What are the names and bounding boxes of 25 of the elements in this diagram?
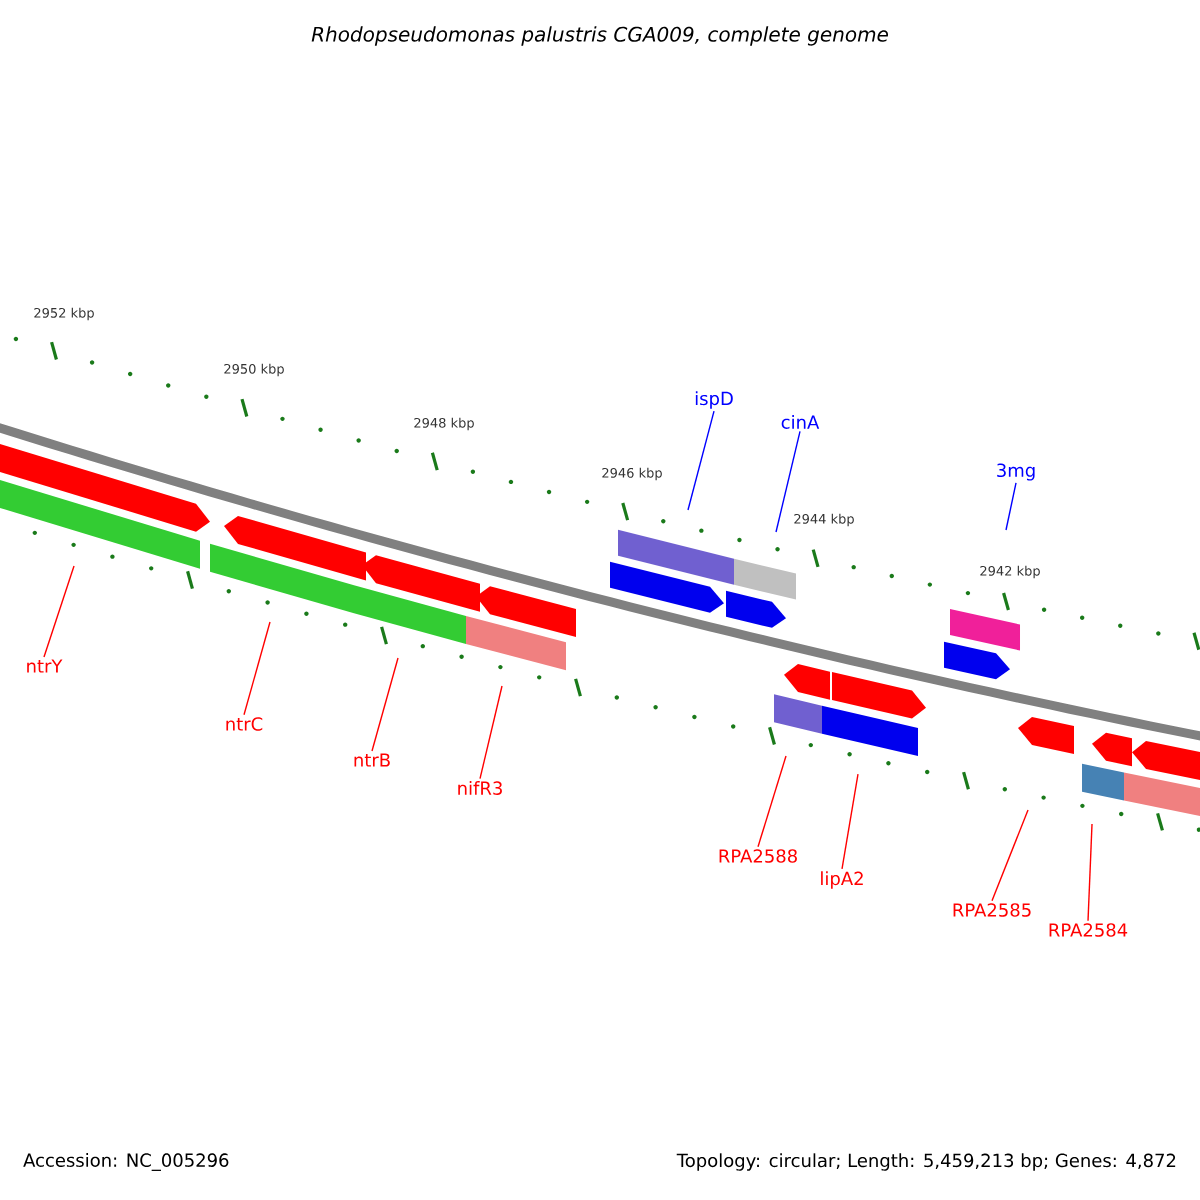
gene-label: 3mg (997, 463, 1035, 481)
leader-line (841, 773, 859, 870)
leader-line (371, 657, 399, 752)
leader-line (243, 621, 271, 716)
gene-label: RPA2585 (953, 903, 1031, 917)
gene-label: nifR3 (458, 781, 502, 795)
gene-label: ispD (695, 391, 733, 409)
accession-text: Accession: NC_005296 (23, 1153, 229, 1171)
genome-info-text: Topology: circular; Length: 5,459,213 bp; Genes: 4,872 (676, 1153, 1176, 1171)
title: Rhodopseudomonas palustris CGA009, complete genome (311, 26, 888, 46)
leader-line (991, 809, 1029, 902)
gene-label: RPA2588 (719, 849, 797, 863)
gene-label: ntrB (354, 753, 390, 767)
gene-label: lipA2 (821, 871, 863, 889)
gene-label: ntrC (226, 717, 263, 731)
gene-label: cinA (781, 415, 820, 429)
leader-line (757, 755, 787, 848)
gene-label: ntrY (27, 659, 63, 673)
gene-label: RPA2584 (1049, 923, 1128, 937)
leader-line (43, 565, 75, 658)
leader-line (775, 430, 801, 533)
leader-line (1087, 823, 1093, 922)
leader-line (687, 410, 715, 511)
leader-line (1005, 482, 1017, 531)
leader-line (479, 685, 503, 780)
